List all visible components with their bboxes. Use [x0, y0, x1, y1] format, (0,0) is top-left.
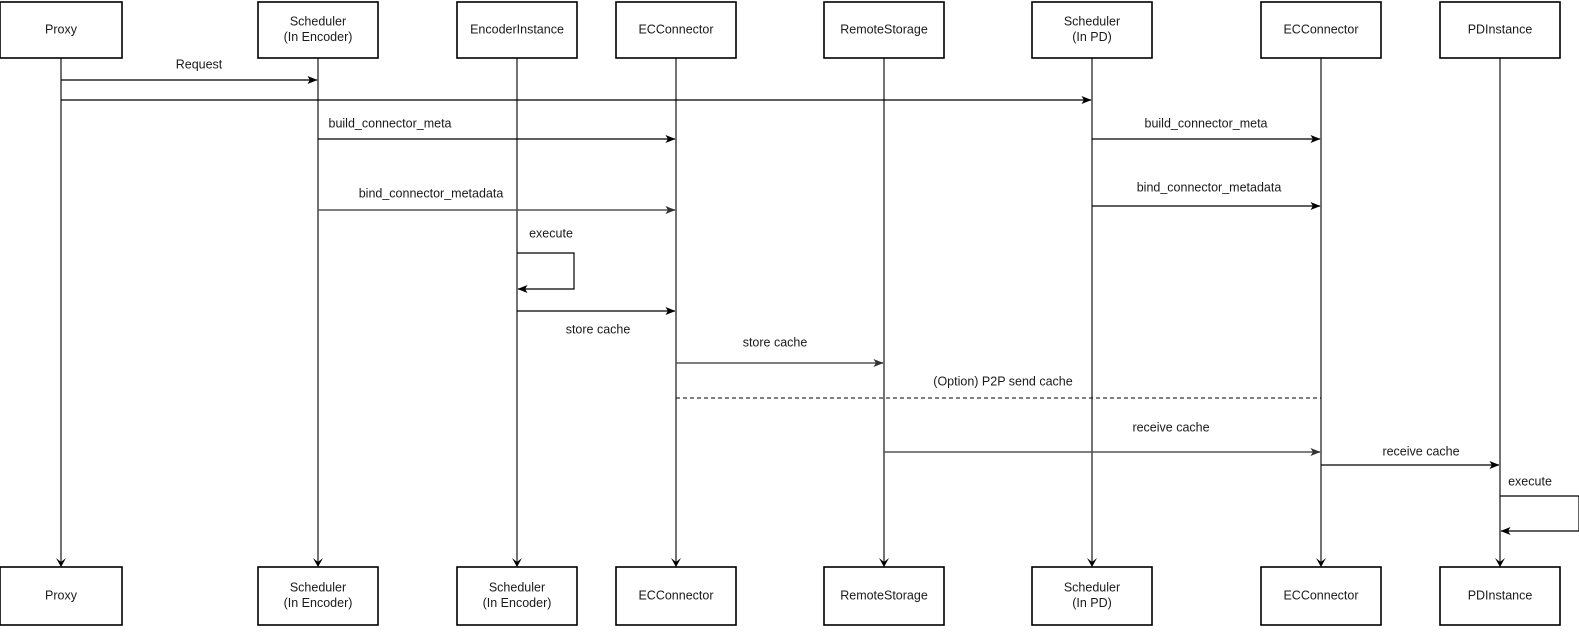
message-m9[interactable]: (Option) P2P send cache	[676, 374, 1321, 399]
lifeline-arrow-sched_enc	[313, 558, 323, 567]
participant-top-sched_enc[interactable]: Scheduler(In Encoder)	[257, 1, 379, 59]
participant-label: PDInstance	[1468, 588, 1533, 602]
participant-label: Scheduler	[290, 15, 346, 29]
message-label: Request	[176, 57, 223, 71]
self-message-label: execute	[529, 226, 573, 240]
message-label: bind_connector_metadata	[1137, 180, 1282, 194]
participant-box-rect	[257, 1, 379, 59]
participant-box-rect	[0, 566, 123, 626]
participant-box-rect	[1031, 1, 1153, 59]
participant-label: (In PD)	[1072, 596, 1112, 610]
participant-box-rect	[615, 1, 737, 59]
participant-label: Scheduler	[489, 581, 545, 595]
lifeline-arrow-proxy	[56, 558, 66, 567]
participant-label: Proxy	[45, 588, 78, 602]
participant-box-rect	[1260, 1, 1382, 59]
participant-label: (In Encoder)	[284, 30, 353, 44]
message-label: store cache	[566, 322, 631, 336]
message-m1[interactable]: Request	[61, 57, 318, 84]
participant-top-remote[interactable]: RemoteStorage	[823, 1, 945, 59]
participant-label: RemoteStorage	[840, 588, 928, 602]
participant-top-ecc_right[interactable]: ECConnector	[1260, 1, 1382, 59]
self-message-s1[interactable]: execute	[517, 226, 575, 293]
participant-bottom-enc_inst[interactable]: Scheduler(In Encoder)	[456, 566, 578, 626]
self-message-s2[interactable]: execute	[1500, 474, 1579, 535]
message-m11[interactable]: receive cache	[1321, 444, 1500, 469]
participant-top-pd_inst[interactable]: PDInstance	[1439, 1, 1561, 59]
participant-box-rect	[1439, 1, 1561, 59]
participant-label: ECConnector	[1283, 22, 1358, 36]
participant-label: PDInstance	[1468, 22, 1533, 36]
participant-label: Scheduler	[1064, 581, 1120, 595]
participant-label: Scheduler	[1064, 15, 1120, 29]
participant-box-rect	[456, 566, 578, 626]
message-m4[interactable]: build_connector_meta	[1092, 116, 1321, 143]
participant-label: ECConnector	[638, 588, 713, 602]
lifeline-arrow-enc_inst	[512, 558, 522, 567]
participant-label: EncoderInstance	[470, 22, 564, 36]
message-label: (Option) P2P send cache	[933, 374, 1072, 388]
participant-bottom-sched_enc[interactable]: Scheduler(In Encoder)	[257, 566, 379, 626]
messages-layer: Request build_connector_meta build_connect…	[61, 57, 1579, 535]
message-label: build_connector_meta	[329, 116, 452, 130]
self-message-path	[517, 252, 575, 293]
participant-box-rect	[823, 1, 945, 59]
message-label: receive cache	[1382, 444, 1459, 458]
participant-box-rect	[0, 1, 123, 59]
lifeline-arrow-pd_inst	[1495, 558, 1505, 567]
participant-label: ECConnector	[1283, 588, 1358, 602]
participant-top-ecc_left[interactable]: ECConnector	[615, 1, 737, 59]
participant-label: Proxy	[45, 22, 78, 36]
message-m8[interactable]: store cache	[676, 335, 884, 367]
participant-box-rect	[615, 566, 737, 626]
participant-box-rect	[456, 1, 578, 59]
lifelines-layer	[56, 58, 1505, 567]
message-m5[interactable]: bind_connector_metadata	[318, 186, 676, 214]
message-m6[interactable]: bind_connector_metadata	[1092, 180, 1321, 210]
lifeline-arrow-ecc_left	[671, 558, 681, 567]
participant-box-rect	[1260, 566, 1382, 626]
participant-top-proxy[interactable]: Proxy	[0, 1, 123, 59]
participant-bottom-remote[interactable]: RemoteStorage	[823, 566, 945, 626]
lifeline-arrow-ecc_right	[1316, 558, 1326, 567]
self-message-label: execute	[1508, 474, 1552, 488]
participant-label: (In PD)	[1072, 30, 1112, 44]
message-label: receive cache	[1132, 420, 1209, 434]
self-message-path	[1500, 495, 1579, 535]
participant-box-rect	[257, 566, 379, 626]
message-label: bind_connector_metadata	[359, 186, 504, 200]
participant-label: (In Encoder)	[483, 596, 552, 610]
participant-bottom-proxy[interactable]: Proxy	[0, 566, 123, 626]
participant-bottom-pd_inst[interactable]: PDInstance	[1439, 566, 1561, 626]
message-label: build_connector_meta	[1145, 116, 1268, 130]
participant-label: (In Encoder)	[284, 596, 353, 610]
message-label: store cache	[743, 335, 808, 349]
message-m10[interactable]: receive cache	[884, 420, 1321, 456]
message-m7[interactable]: store cache	[517, 307, 676, 336]
participant-bottom-ecc_left[interactable]: ECConnector	[615, 566, 737, 626]
participant-top-enc_inst[interactable]: EncoderInstance	[456, 1, 578, 59]
participant-box-rect	[1031, 566, 1153, 626]
participant-label: Scheduler	[290, 581, 346, 595]
message-m3[interactable]: build_connector_meta	[318, 116, 676, 143]
lifeline-arrow-sched_pd	[1087, 558, 1097, 567]
participant-box-rect	[823, 566, 945, 626]
participant-top-sched_pd[interactable]: Scheduler(In PD)	[1031, 1, 1153, 59]
lifeline-arrow-remote	[879, 558, 889, 567]
participant-label: RemoteStorage	[840, 22, 928, 36]
participant-box-rect	[1439, 566, 1561, 626]
participant-bottom-ecc_right[interactable]: ECConnector	[1260, 566, 1382, 626]
participant-label: ECConnector	[638, 22, 713, 36]
participant-bottom-sched_pd[interactable]: Scheduler(In PD)	[1031, 566, 1153, 626]
